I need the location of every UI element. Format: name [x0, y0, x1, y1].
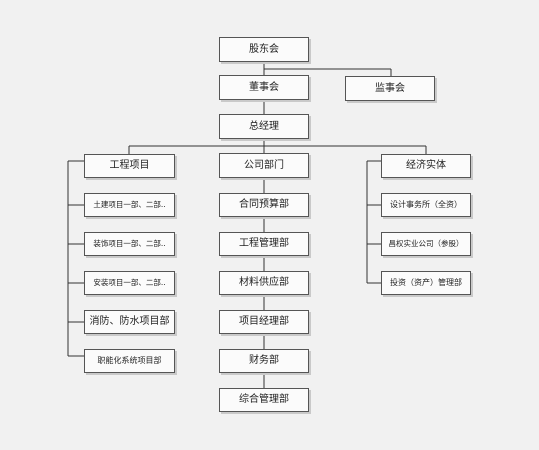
node-industrial-company: 昌权实业公司（参股） [381, 232, 471, 256]
node-supervisors: 监事会 [345, 76, 435, 101]
node-project-manager-dept: 项目经理部 [219, 310, 309, 334]
node-board: 董事会 [219, 75, 309, 100]
node-general-manager: 总经理 [219, 114, 309, 139]
node-fire-waterproof-project: 消防、防水项目部 [84, 310, 175, 334]
node-general-admin-dept: 综合管理部 [219, 388, 309, 412]
node-finance-dept: 财务部 [219, 349, 309, 373]
node-contract-budget-dept: 合同预算部 [219, 193, 309, 217]
node-company-departments: 公司部门 [219, 153, 309, 178]
node-design-firm: 设计事务所（全资） [381, 193, 471, 217]
node-civil-project: 土建项目一部、二部.. [84, 193, 175, 217]
node-engineering-mgmt-dept: 工程管理部 [219, 232, 309, 256]
node-decoration-project: 装饰项目一部、二部.. [84, 232, 175, 256]
node-investment-mgmt-dept: 投资（资产）管理部 [381, 271, 471, 295]
node-economic-entities: 经济实体 [381, 154, 471, 178]
node-shareholders: 股东会 [219, 37, 309, 62]
node-intelligent-systems-project: 职能化系统项目部 [84, 349, 175, 373]
node-installation-project: 安装项目一部、二部.. [84, 271, 175, 295]
node-materials-supply-dept: 材料供应部 [219, 271, 309, 295]
node-engineering-projects: 工程项目 [84, 154, 175, 178]
